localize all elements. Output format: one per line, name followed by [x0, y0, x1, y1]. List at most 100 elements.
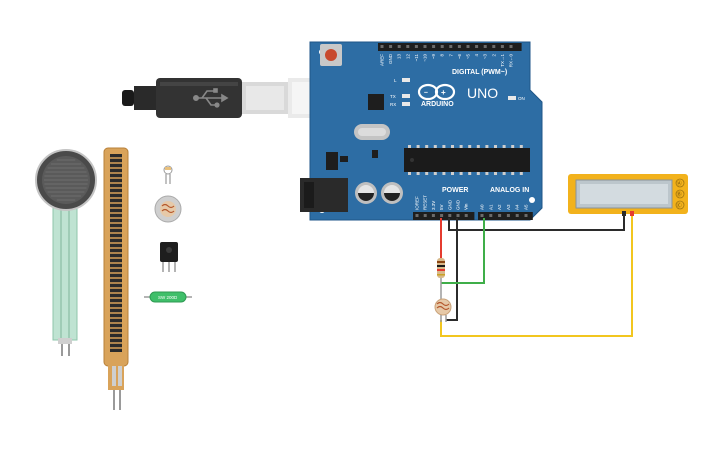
lcd-pin-a[interactable]: Ⓐ	[675, 178, 685, 188]
analog-pin-label: A5	[524, 204, 529, 210]
svg-text:Ⓐ: Ⓐ	[677, 180, 682, 187]
svg-text:–: –	[424, 90, 428, 97]
digital-pin-socket[interactable]	[380, 45, 384, 48]
digital-pin-label: 2	[491, 54, 496, 57]
led-l: L	[394, 78, 410, 83]
power-pin-socket[interactable]	[415, 214, 419, 217]
power-pin-socket[interactable]	[440, 214, 444, 217]
power-pin-label: Vin	[464, 203, 469, 210]
force-sensitive-resistor[interactable]	[35, 149, 97, 356]
transistor-sensor[interactable]	[160, 242, 178, 272]
brand-label: ARDUINO	[421, 101, 454, 108]
analog-header-label: ANALOG IN	[490, 187, 529, 194]
flex-sensor[interactable]	[103, 147, 129, 410]
analog-pin-socket[interactable]	[480, 214, 484, 217]
led-on-label: ON	[518, 96, 525, 101]
led-on: ON	[508, 96, 525, 101]
power-pin-label: GND	[447, 199, 452, 210]
digital-pin-label: ~3	[483, 54, 488, 60]
power-pin-label: IOREF	[415, 196, 420, 210]
digital-pin-label: TX→1	[500, 54, 505, 67]
digital-pin-socket[interactable]	[414, 45, 418, 48]
digital-pin-label: ~10	[423, 54, 428, 62]
photoresistor-standalone[interactable]	[154, 195, 182, 223]
digital-pin-socket[interactable]	[475, 45, 479, 48]
lcd-pin-b[interactable]: Ⓑ	[675, 189, 685, 199]
analog-pin-label: A2	[497, 204, 502, 210]
wire-yellow-lcd[interactable]	[440, 214, 633, 337]
power-pin-socket[interactable]	[456, 214, 460, 217]
led-l-label: L	[394, 78, 397, 83]
model-label: UNO	[467, 85, 498, 101]
digital-pin-socket[interactable]	[457, 45, 461, 48]
analog-pin-socket[interactable]	[506, 214, 510, 217]
reset-button[interactable]	[320, 44, 342, 66]
digital-pin-socket[interactable]	[440, 45, 444, 48]
analog-pin-socket[interactable]	[489, 214, 493, 217]
digital-pin-socket[interactable]	[397, 45, 401, 48]
digital-pin-label: 12	[405, 54, 410, 60]
digital-pin-label: 13	[397, 54, 402, 60]
wire-green-a0[interactable]	[441, 218, 485, 284]
digital-pin-socket[interactable]	[483, 45, 487, 48]
analog-pin-socket[interactable]	[498, 214, 502, 217]
digital-pin-socket[interactable]	[466, 45, 470, 48]
digital-pin-label: ~9	[431, 54, 436, 60]
digital-pin-socket[interactable]	[509, 45, 513, 48]
analog-pin-label: A3	[506, 204, 511, 210]
digital-pin-label: 4	[474, 54, 479, 57]
power-header-label: POWER	[442, 187, 468, 194]
digital-pin-socket[interactable]	[389, 45, 393, 48]
digital-pin-socket[interactable]	[492, 45, 496, 48]
digital-pin-socket[interactable]	[449, 45, 453, 48]
resistor[interactable]	[437, 258, 445, 300]
svg-text:Ⓒ: Ⓒ	[677, 202, 682, 209]
usb-controller-chip	[368, 94, 384, 110]
digital-pin-socket[interactable]	[432, 45, 436, 48]
photoresistor[interactable]	[434, 298, 452, 322]
digital-pin-socket[interactable]	[423, 45, 427, 48]
wire-black-gnd-lcd[interactable]	[448, 214, 625, 231]
digital-header-label: DIGITAL (PWM~)	[452, 69, 507, 76]
analog-pin-socket[interactable]	[524, 214, 528, 217]
arduino-uno-board[interactable]: L TX RX ON – + ARDUINO UNO DIGITAL (PWM~…	[300, 41, 543, 221]
usb-icon	[193, 88, 229, 108]
digital-pin-label: 7	[448, 54, 453, 57]
tilt-switch[interactable]: SW 200D	[144, 291, 192, 303]
led-tx: TX	[390, 94, 410, 99]
led-tx-label: TX	[390, 94, 396, 99]
digital-pin-label: ~11	[414, 54, 419, 62]
power-pin-label: 3.3V	[431, 201, 436, 210]
mount-hole	[529, 197, 535, 203]
power-pin-label: GND	[456, 199, 461, 210]
lcd-pin-c[interactable]: Ⓒ	[675, 200, 685, 210]
power-pin-socket[interactable]	[431, 214, 435, 217]
voltage-regulator	[326, 152, 338, 170]
digital-pin-label: AREF	[380, 54, 385, 66]
analog-pin-label: A4	[515, 204, 520, 210]
svg-text:Ⓑ: Ⓑ	[677, 191, 682, 198]
analog-pin-label: A1	[488, 204, 493, 210]
power-pin-label: 5V	[439, 204, 444, 210]
analog-pin-socket[interactable]	[515, 214, 519, 217]
arduino-logo: – +	[417, 83, 456, 101]
power-pin-socket[interactable]	[448, 214, 452, 217]
power-pin-label: RESET	[423, 195, 428, 210]
digital-pin-label: ~5	[466, 54, 471, 60]
capacitor	[381, 182, 403, 204]
lcd-display-module[interactable]: Ⓐ Ⓑ Ⓒ	[568, 174, 688, 216]
photodiode[interactable]	[163, 165, 173, 184]
power-pin-socket[interactable]	[464, 214, 468, 217]
digital-pin-label: ~6	[457, 54, 462, 60]
svg-text:+: +	[441, 88, 446, 97]
power-pin-socket[interactable]	[423, 214, 427, 217]
digital-pin-socket[interactable]	[500, 45, 504, 48]
wire-black-gnd-ldr[interactable]	[446, 218, 458, 321]
digital-pin-socket[interactable]	[406, 45, 410, 48]
digital-pin-label: 8	[440, 54, 445, 57]
dc-power-jack	[300, 178, 348, 212]
